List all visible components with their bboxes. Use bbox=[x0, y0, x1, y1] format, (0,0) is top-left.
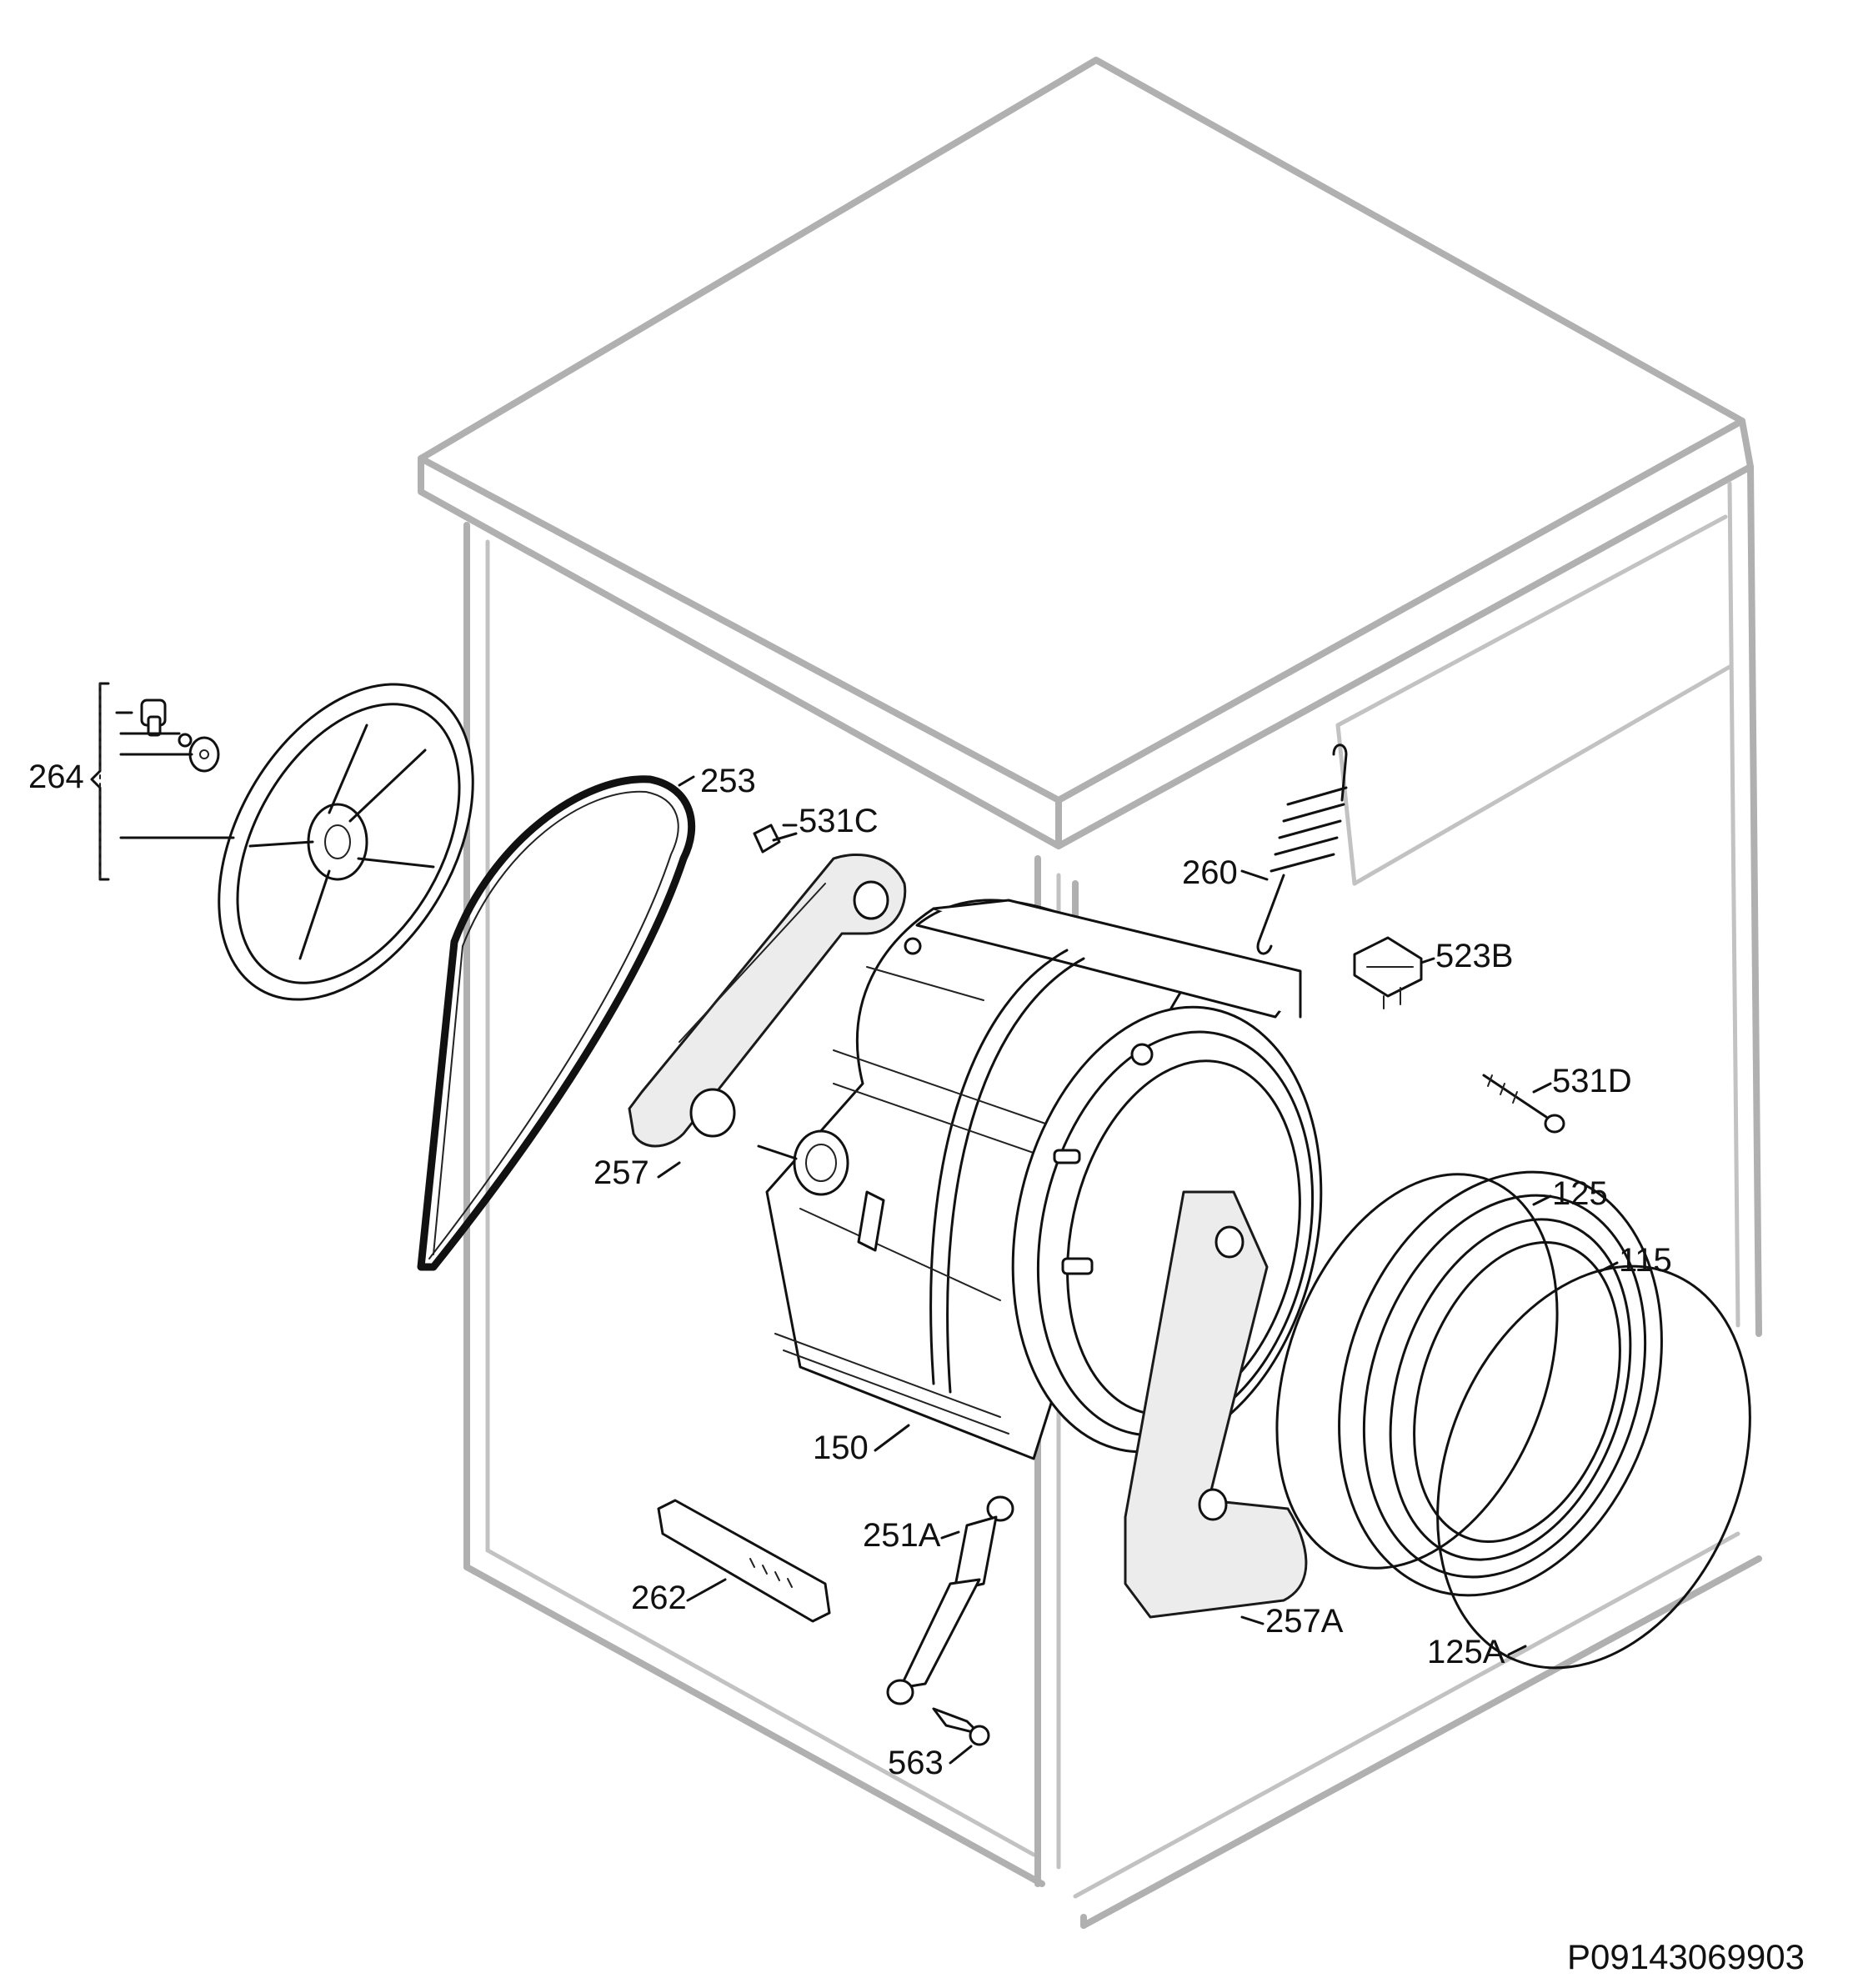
shock-absorber-251A bbox=[886, 1495, 1014, 1705]
label-257: 257 bbox=[593, 1154, 649, 1191]
label-523B: 523B bbox=[1435, 938, 1513, 974]
counterweight-257 bbox=[628, 853, 907, 1148]
connector-523B bbox=[1353, 936, 1423, 1009]
label-257A: 257A bbox=[1265, 1603, 1344, 1640]
label-253: 253 bbox=[700, 763, 756, 799]
drawing-code: P09143069903 bbox=[1567, 1937, 1805, 1976]
suspension-spring-260 bbox=[1256, 744, 1348, 955]
label-531C: 531C bbox=[799, 803, 879, 839]
drive-belt-253 bbox=[417, 775, 696, 1271]
label-150: 150 bbox=[813, 1430, 869, 1466]
cabinet-outline bbox=[418, 57, 1762, 1929]
label-125: 125 bbox=[1552, 1175, 1608, 1212]
pulley-264 bbox=[218, 683, 474, 1001]
clamp-ring-125 bbox=[1275, 1173, 1559, 1570]
screw-531D bbox=[1482, 1074, 1565, 1134]
counterweight-257A bbox=[1124, 1190, 1308, 1619]
door-seal-115 bbox=[1338, 1170, 1663, 1597]
tub-assembly-150 bbox=[757, 899, 1323, 1460]
pulley-screw-set bbox=[140, 699, 220, 773]
label-563: 563 bbox=[888, 1745, 944, 1781]
label-531D: 531D bbox=[1552, 1063, 1632, 1099]
clamp-ring-125A bbox=[1436, 1264, 1751, 1670]
leader-lines bbox=[115, 711, 1619, 1765]
label-264: 264 bbox=[28, 759, 84, 795]
pin-563 bbox=[932, 1707, 990, 1746]
label-251A: 251A bbox=[863, 1517, 941, 1554]
label-115: 115 bbox=[1619, 1242, 1672, 1279]
detergent-handle-262 bbox=[657, 1499, 831, 1623]
screw-531C bbox=[753, 824, 798, 854]
label-260: 260 bbox=[1182, 854, 1238, 891]
label-262: 262 bbox=[631, 1580, 687, 1616]
label-125A: 125A bbox=[1427, 1634, 1505, 1670]
